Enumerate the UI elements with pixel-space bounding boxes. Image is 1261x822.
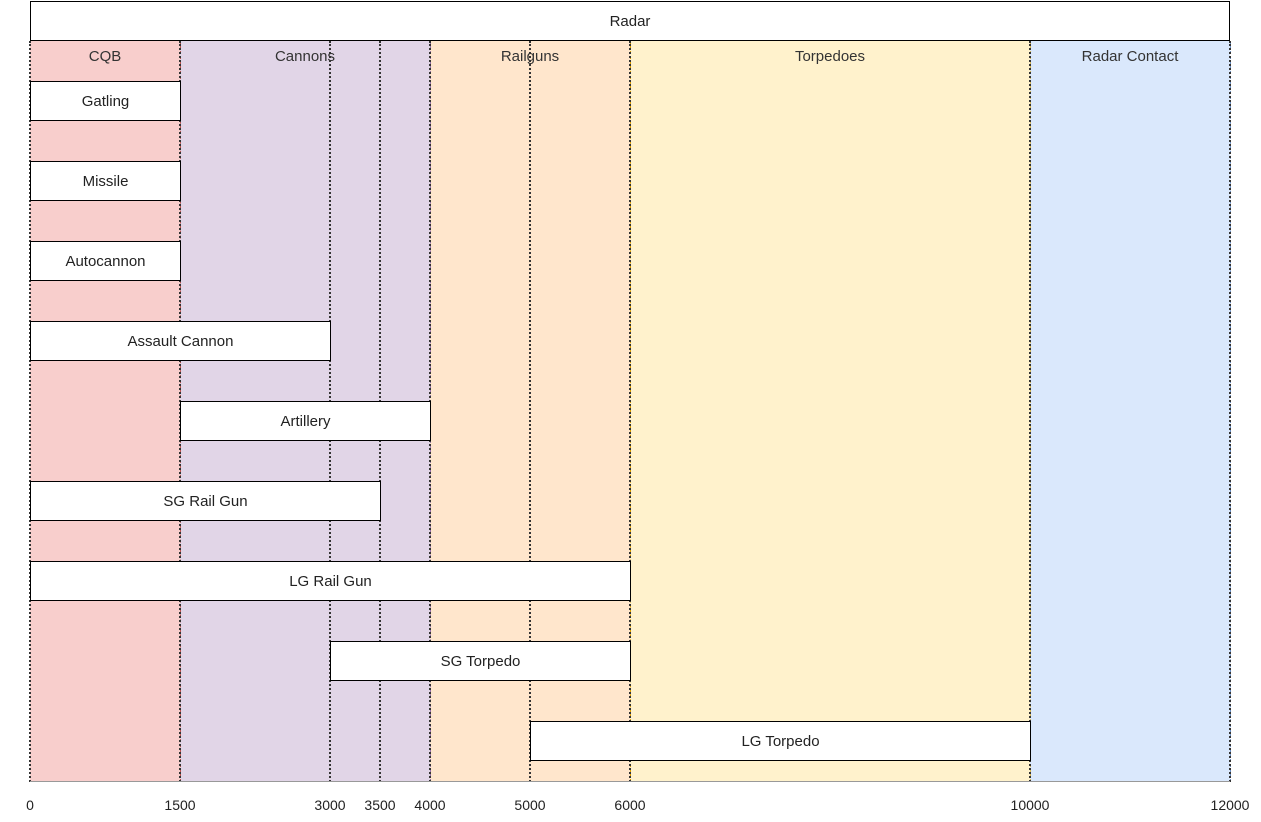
weapon-label: Gatling — [81, 92, 130, 110]
weapon-range-bar: Artillery — [180, 401, 431, 441]
zone-label: Radar Contact — [1081, 48, 1179, 65]
axis-tick-label: 3000 — [314, 797, 346, 813]
weapon-range-bar: SG Rail Gun — [30, 481, 381, 521]
axis-tick-label: 10000 — [1010, 797, 1050, 813]
zone-cqb — [30, 41, 180, 781]
axis-tick-label: 5000 — [514, 797, 546, 813]
zone-torpedoes — [630, 41, 1030, 781]
tick-guide-line — [1029, 41, 1031, 782]
zone-label: Cannons — [274, 48, 336, 65]
axis-tick-label: 6000 — [614, 797, 646, 813]
weapon-label: SG Rail Gun — [163, 492, 248, 510]
weapon-label: Autocannon — [65, 252, 146, 270]
axis-tick-label: 12000 — [1210, 797, 1250, 813]
tick-guide-line — [29, 41, 31, 782]
weapon-label: Artillery — [280, 412, 331, 430]
axis-baseline — [30, 781, 1230, 782]
radar-header-label: Radar — [609, 12, 651, 30]
zone-label: Railguns — [500, 48, 560, 65]
radar-header-bar: Radar — [30, 1, 1230, 41]
axis-tick-label: 1500 — [164, 797, 196, 813]
zone-radar-contact — [1030, 41, 1230, 781]
weapon-range-bar: Assault Cannon — [30, 321, 331, 361]
zone-label: CQB — [88, 48, 122, 65]
tick-guide-line — [1229, 41, 1231, 782]
axis-tick-label: 0 — [26, 797, 34, 813]
weapon-label: Assault Cannon — [127, 332, 234, 350]
weapon-range-bar: SG Torpedo — [330, 641, 631, 681]
weapon-label: LG Rail Gun — [289, 572, 372, 590]
tick-guide-line — [529, 41, 531, 782]
weapon-range-bar: LG Rail Gun — [30, 561, 631, 601]
tick-guide-line — [629, 41, 631, 782]
weapon-range-bar: LG Torpedo — [530, 721, 1031, 761]
axis-tick-label: 3500 — [364, 797, 396, 813]
weapon-label: Missile — [82, 172, 129, 190]
weapon-label: LG Torpedo — [741, 732, 820, 750]
weapon-range-bar: Missile — [30, 161, 181, 201]
zone-label: Torpedoes — [794, 48, 866, 65]
weapon-label: SG Torpedo — [440, 652, 521, 670]
axis-tick-label: 4000 — [414, 797, 446, 813]
weapon-range-bar: Gatling — [30, 81, 181, 121]
weapon-range-bar: Autocannon — [30, 241, 181, 281]
